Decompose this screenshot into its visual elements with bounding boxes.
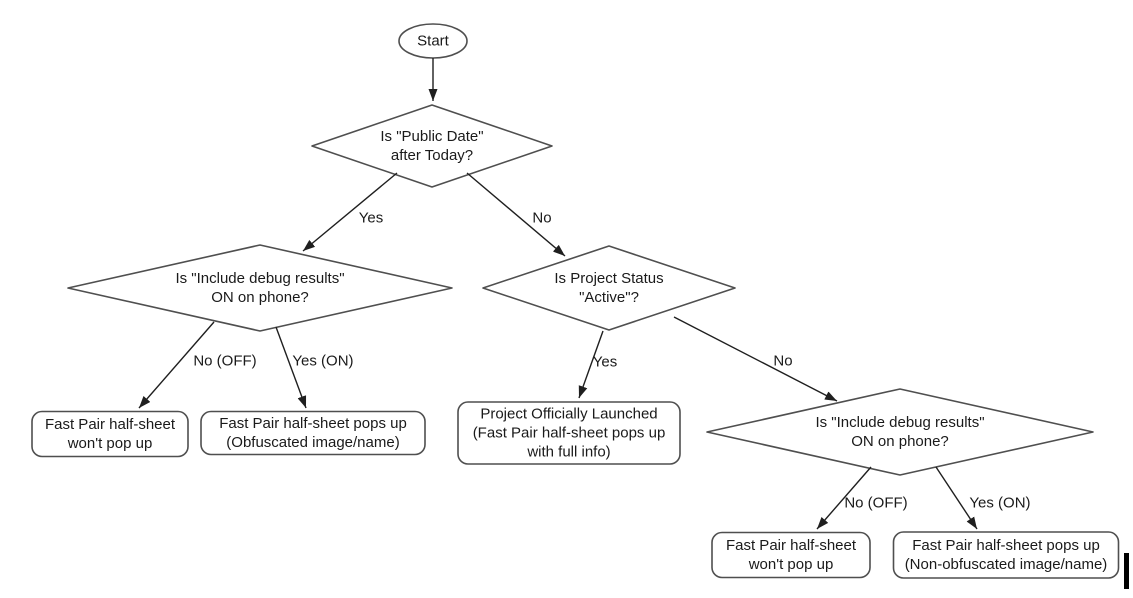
outcome-no-popup-right-shape <box>711 531 871 579</box>
edge-label: Yes <box>359 209 383 226</box>
edge-d3-boxC: Yes <box>578 330 617 399</box>
edge-d1-d2: Yes <box>302 172 398 252</box>
decision-project-status: Is Project Status"Active"? <box>482 245 736 331</box>
decision-public-date-shape <box>311 104 553 188</box>
edge-d2-boxB: Yes (ON) <box>275 326 354 409</box>
edge-line <box>673 316 838 402</box>
edge-d4-boxD: No (OFF) <box>816 466 908 530</box>
outcome-nonobfuscated-popup: Fast Pair half-sheet pops up(Non-obfusca… <box>892 531 1120 579</box>
decision-debug-results-left-label: Is "Include debug results"ON on phone? <box>175 270 344 306</box>
decision-public-date: Is "Public Date"after Today? <box>311 104 553 188</box>
edge-label: No <box>532 209 551 226</box>
outcome-nonobfuscated-popup-shape <box>892 531 1120 579</box>
edge-d1-d3: No <box>466 172 566 257</box>
edge-label: Yes (ON) <box>292 352 353 369</box>
decision-debug-results-right-label: Is "Include debug results"ON on phone? <box>815 414 984 450</box>
decision-debug-results-left: Is "Include debug results"ON on phone? <box>67 244 453 332</box>
decision-project-status-label: Is Project Status"Active"? <box>554 270 663 306</box>
start-node-label: Start <box>417 32 450 49</box>
edge-d2-boxA: No (OFF) <box>138 321 257 409</box>
edge-d4-boxE: Yes (ON) <box>935 466 1031 530</box>
decision-debug-results-right-shape <box>706 388 1094 476</box>
outcome-project-launched-shape <box>457 401 681 465</box>
edge-line <box>302 172 398 252</box>
text-cursor-artifact <box>1124 553 1129 589</box>
edge-line <box>275 326 307 409</box>
edge-line <box>935 466 978 530</box>
edge-label: Yes (ON) <box>969 494 1030 511</box>
decision-debug-results-left-shape <box>67 244 453 332</box>
outcome-project-launched: Project Officially Launched(Fast Pair ha… <box>457 401 681 465</box>
start-node: Start <box>398 23 468 59</box>
decision-public-date-label: Is "Public Date"after Today? <box>380 128 483 164</box>
edge-label: No <box>773 352 792 369</box>
edge-label: No (OFF) <box>193 352 256 369</box>
edge-line <box>578 330 604 399</box>
edge-line <box>816 466 872 530</box>
edge-line <box>138 321 215 409</box>
outcome-obfuscated-popup-shape <box>200 410 426 456</box>
edge-line <box>466 172 566 257</box>
edge-d3-d4: No <box>673 316 838 402</box>
outcome-obfuscated-popup-label: Fast Pair half-sheet pops up(Obfuscated … <box>219 415 407 451</box>
outcome-obfuscated-popup: Fast Pair half-sheet pops up(Obfuscated … <box>200 410 426 456</box>
decision-project-status-shape <box>482 245 736 331</box>
outcome-project-launched-label: Project Officially Launched(Fast Pair ha… <box>473 405 666 460</box>
decision-debug-results-right: Is "Include debug results"ON on phone? <box>706 388 1094 476</box>
edge-label: No (OFF) <box>844 494 907 511</box>
edge-label: Yes <box>593 353 617 370</box>
outcome-nonobfuscated-popup-label: Fast Pair half-sheet pops up(Non-obfusca… <box>905 537 1108 573</box>
outcome-no-popup-left-shape <box>31 410 189 458</box>
